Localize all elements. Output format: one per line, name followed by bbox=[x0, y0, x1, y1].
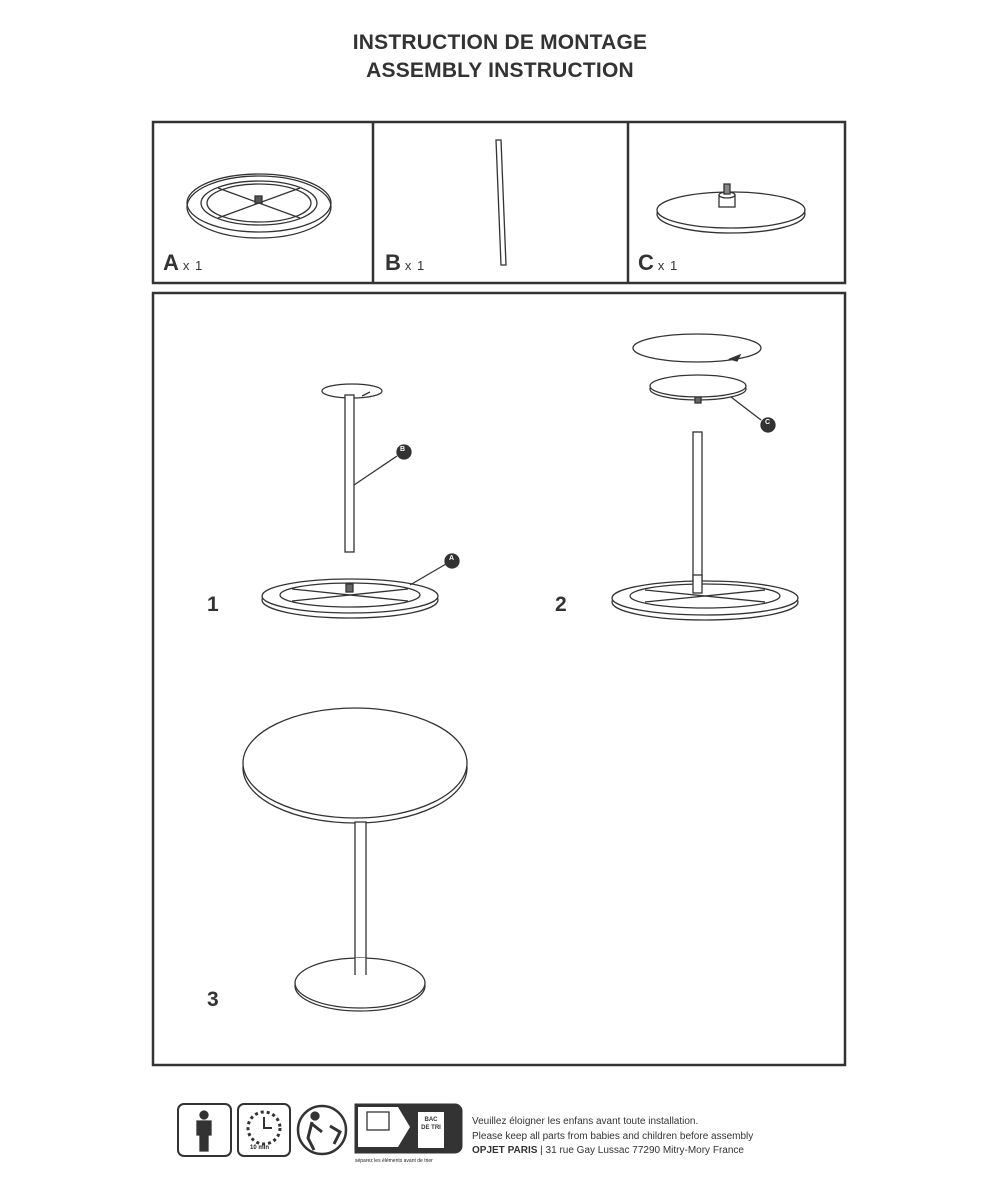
company-info: OPJET PARIS | 31 rue Gay Lussac 77290 Mi… bbox=[472, 1144, 744, 1159]
part-b-letter: B bbox=[385, 250, 402, 275]
part-b-pole-drawing bbox=[495, 139, 507, 266]
part-b-quantity: x 1 bbox=[404, 258, 426, 273]
time-label: 10 min bbox=[250, 1145, 270, 1151]
part-a-letter: A bbox=[163, 250, 180, 275]
part-c-top-plate-drawing bbox=[656, 183, 806, 234]
bin-label: BAC DE TRI bbox=[421, 1117, 441, 1131]
part-c-letter: C bbox=[638, 250, 655, 275]
recycling-person-icon bbox=[296, 1104, 348, 1156]
step-2-number: 2 bbox=[555, 593, 567, 616]
sort-caption: séparez les éléments avant de trier bbox=[355, 1158, 433, 1164]
notice-label: notice bbox=[369, 1138, 383, 1144]
callout-c-letter: C bbox=[765, 419, 771, 426]
company-address: | 31 rue Gay Lussac 77290 Mitry-Mory Fra… bbox=[537, 1145, 744, 1156]
title-french: INSTRUCTION DE MONTAGE bbox=[352, 31, 648, 54]
step-1-drawing bbox=[261, 383, 447, 619]
warning-french: Veuillez éloigner les enfans avant toute… bbox=[472, 1116, 699, 1127]
part-a-base-frame-drawing bbox=[186, 173, 332, 239]
steps-box bbox=[151, 291, 847, 1067]
part-a-quantity: x 1 bbox=[182, 258, 204, 273]
part-c-quantity: x 1 bbox=[657, 258, 679, 273]
step-1-number: 1 bbox=[207, 593, 219, 616]
sorting-bin-icon bbox=[354, 1103, 463, 1154]
step-3-number: 3 bbox=[207, 988, 219, 1011]
person-icon bbox=[177, 1103, 232, 1157]
clock-time-icon bbox=[237, 1103, 291, 1157]
callout-b-letter: B bbox=[400, 446, 406, 453]
callout-a-letter: A bbox=[449, 555, 455, 562]
callout-c-marker bbox=[760, 417, 776, 433]
brand-name: OPJET PARIS bbox=[472, 1145, 538, 1156]
parts-box bbox=[151, 120, 847, 285]
step-2-drawing bbox=[611, 333, 799, 621]
warning-english: Please keep all parts from babies and ch… bbox=[472, 1131, 754, 1142]
callout-a-marker bbox=[444, 553, 460, 569]
step-3-assembled-table-drawing bbox=[242, 707, 468, 1012]
title-english: ASSEMBLY INSTRUCTION bbox=[366, 59, 634, 82]
callout-b-marker bbox=[396, 444, 412, 460]
